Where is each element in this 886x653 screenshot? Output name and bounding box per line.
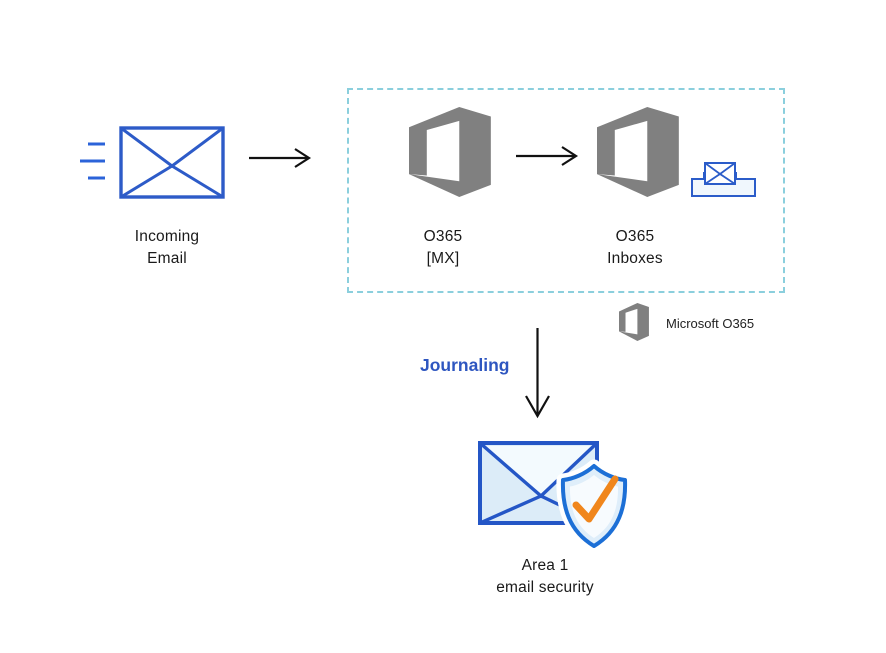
area1-label-line1: Area 1 xyxy=(521,557,569,574)
o365-icon xyxy=(597,107,679,197)
incoming-email-label: Incoming Email xyxy=(102,226,232,270)
o365-inboxes-label-line1: O365 xyxy=(615,228,655,245)
o365-inboxes-label: O365 Inboxes xyxy=(570,226,700,270)
area1-label: Area 1 email security xyxy=(480,555,610,599)
incoming-email-icon xyxy=(80,126,225,199)
o365-mx-label-line2: [MX] xyxy=(426,250,460,267)
o365-boundary-box xyxy=(347,88,785,293)
email-shield-check-icon xyxy=(478,441,632,553)
incoming-email-label-line1: Incoming xyxy=(134,228,200,245)
o365-inboxes-label-line2: Inboxes xyxy=(607,250,663,267)
o365-mx-label-line1: O365 xyxy=(423,228,463,245)
o365-mx-label: O365 [MX] xyxy=(378,226,508,270)
area1-label-line2: email security xyxy=(496,579,594,596)
shield-check-icon xyxy=(556,459,632,553)
inbox-tray-icon xyxy=(691,162,756,197)
arrow-down-icon xyxy=(525,328,550,419)
arrow-right-icon xyxy=(249,148,312,168)
arrow-right-icon xyxy=(516,146,579,166)
o365-icon xyxy=(619,303,649,341)
o365-icon xyxy=(409,107,491,197)
envelope-icon xyxy=(119,126,225,199)
check-icon xyxy=(572,475,619,523)
incoming-email-label-line2: Email xyxy=(147,250,187,267)
legend-label: Microsoft O365 xyxy=(666,316,755,331)
journaling-label: Journaling xyxy=(420,355,510,375)
